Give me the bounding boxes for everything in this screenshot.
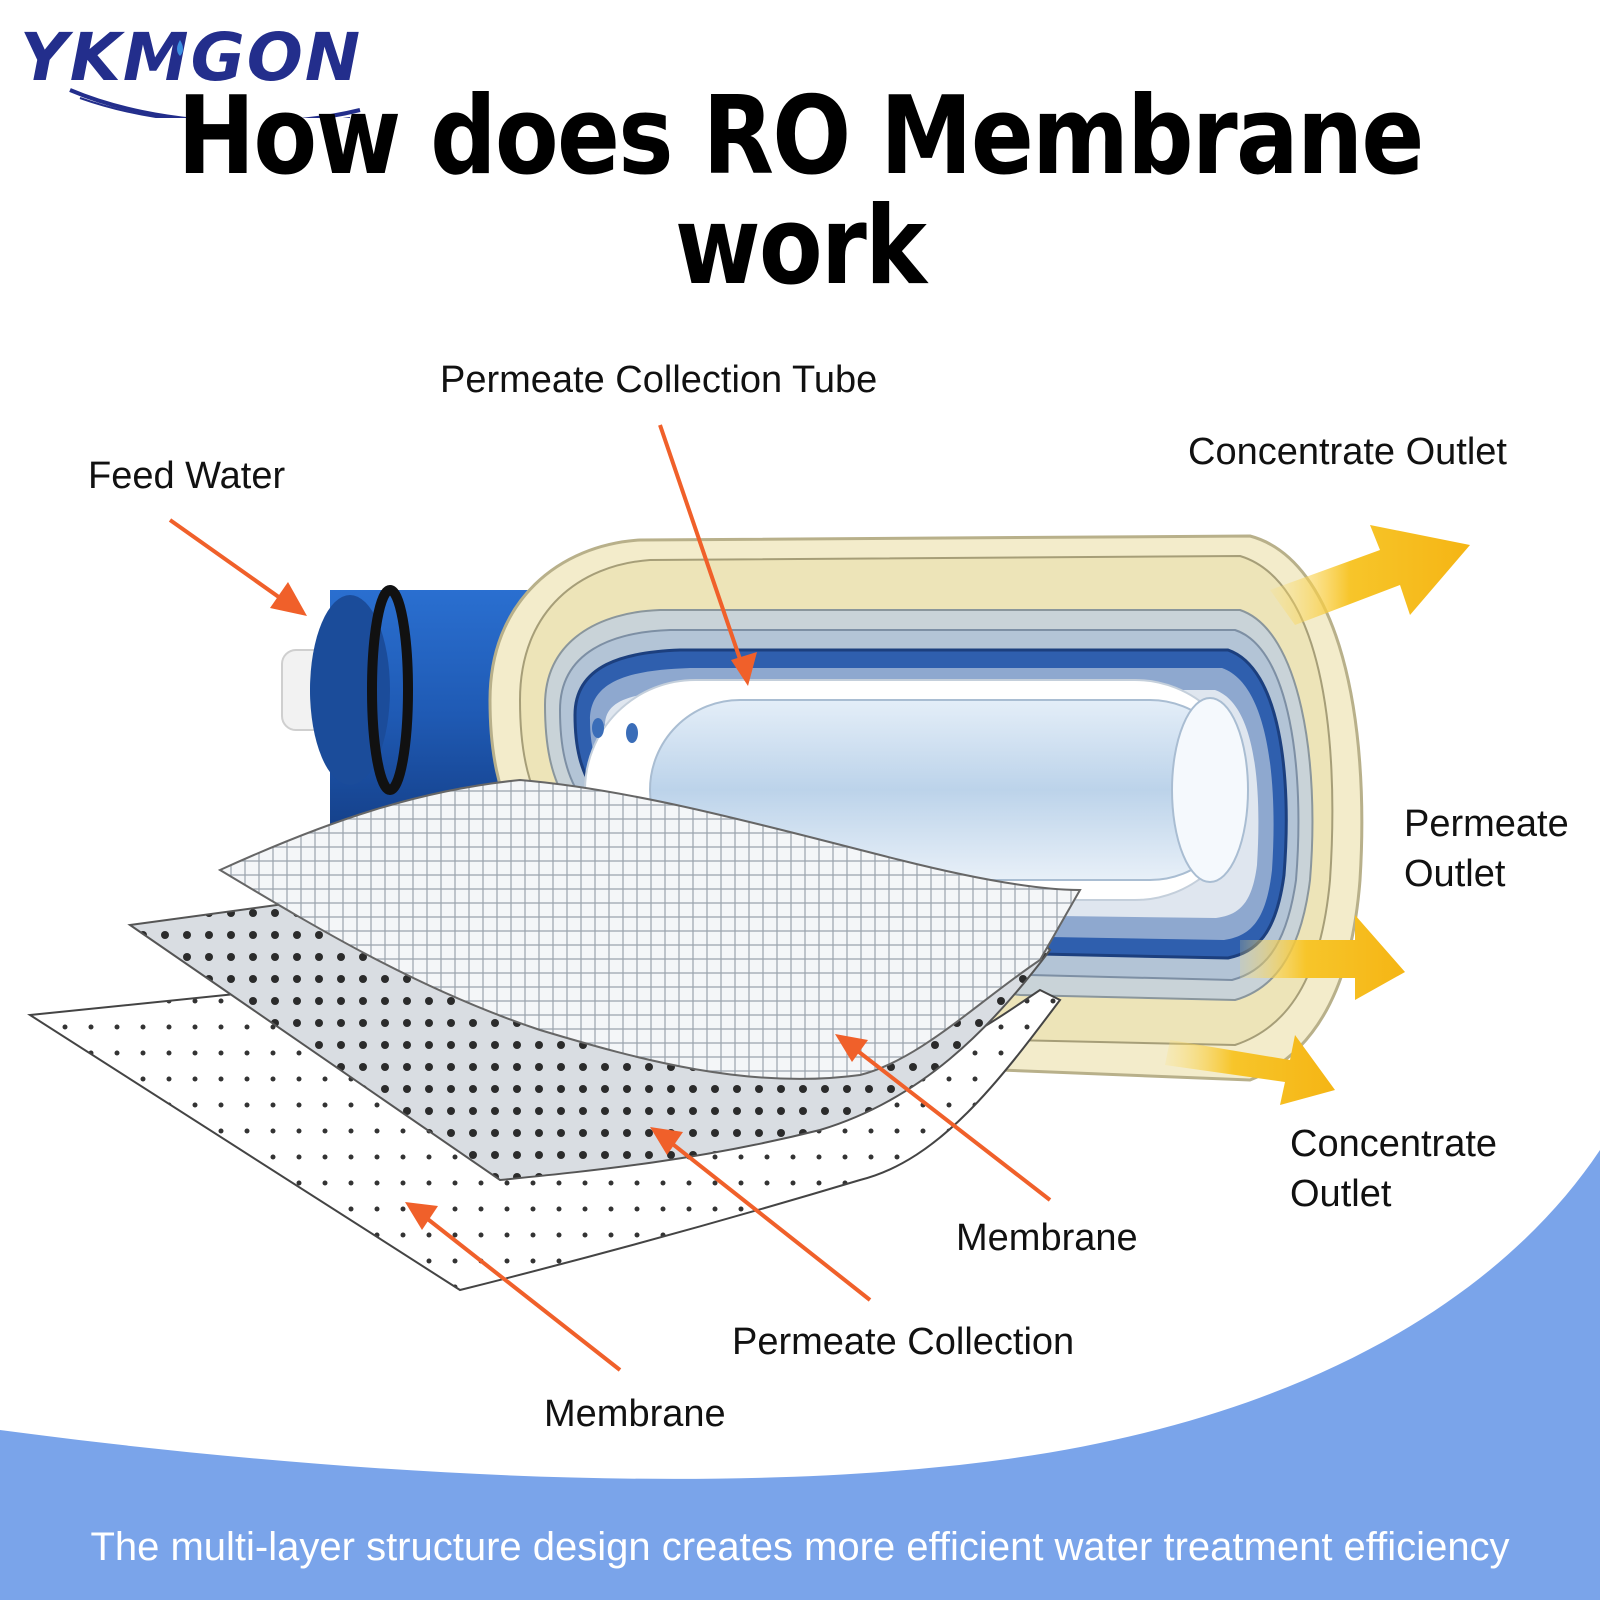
feed-water-pointer-line [170, 520, 290, 605]
label-concentrate-outlet-top: Concentrate Outlet [1188, 428, 1507, 476]
label-permeate-outlet-line2: Outlet [1404, 850, 1505, 898]
footer-caption: The multi-layer structure design creates… [0, 1522, 1600, 1572]
feed-water-pointer-arrowhead [270, 582, 307, 616]
label-membrane-left: Membrane [544, 1390, 726, 1438]
label-concentrate-outlet-bottom-line1: Concentrate [1290, 1120, 1497, 1168]
label-concentrate-outlet-bottom-line2: Outlet [1290, 1170, 1391, 1218]
label-permeate-collection-tube: Permeate Collection Tube [440, 356, 877, 404]
label-feed-water: Feed Water [88, 452, 285, 500]
label-permeate-collection: Permeate Collection [732, 1318, 1074, 1366]
label-permeate-outlet-line1: Permeate [1404, 800, 1569, 848]
label-membrane-right: Membrane [956, 1214, 1138, 1262]
